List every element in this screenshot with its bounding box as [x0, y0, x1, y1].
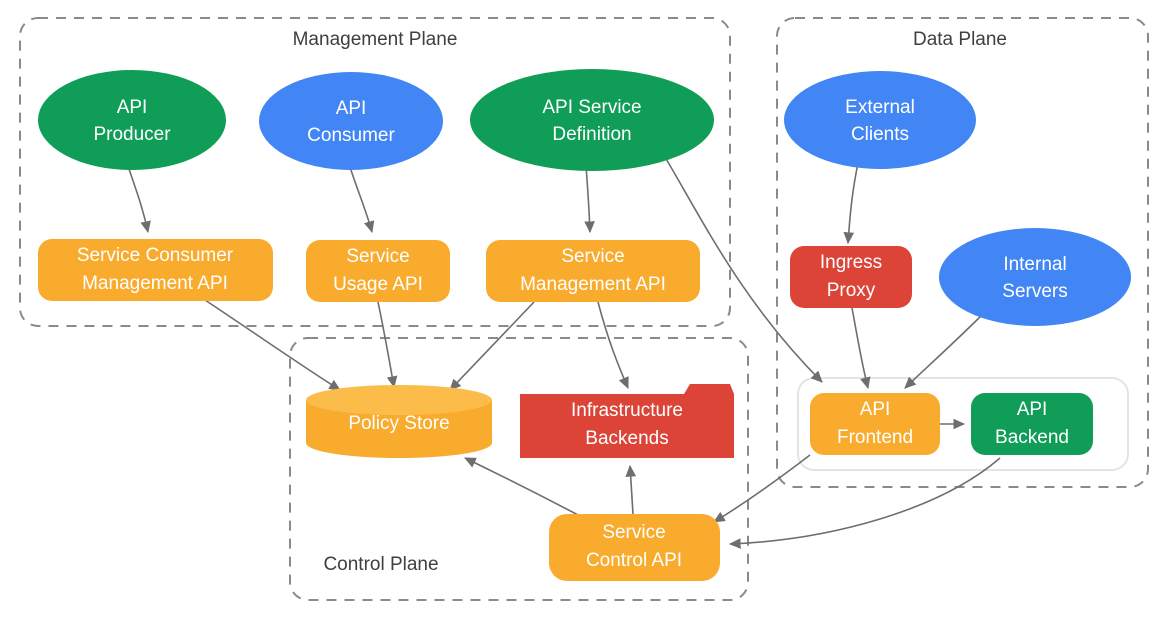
external-clients-label-line1: External — [845, 97, 915, 118]
api-frontend-label-line2: Frontend — [837, 427, 913, 448]
edge-external-clients-to-ingress-proxy — [843, 162, 859, 245]
node-api-frontend[interactable]: API Frontend — [810, 393, 940, 455]
infrastructure-backends-shape[interactable] — [520, 384, 734, 458]
edge-api-service-definition-to-service-management-api — [584, 165, 595, 234]
policy-store-top[interactable] — [306, 385, 492, 415]
service-usage-api-label-line2: Usage API — [333, 274, 423, 295]
external-clients-label-line2: Clients — [851, 124, 909, 145]
api-backend-label-line1: API — [1017, 399, 1048, 420]
service-consumer-management-api-label-line1: Service Consumer — [77, 245, 234, 266]
data-plane-border — [776, 17, 1149, 488]
api-consumer-shape[interactable] — [259, 72, 443, 170]
edge-api-service-definition-to-api-frontend — [661, 151, 823, 383]
edge-api-backend-to-service-control-api — [728, 457, 1001, 549]
service-management-api-shape[interactable] — [486, 240, 700, 302]
api-service-definition-label-line1: API Service — [542, 97, 641, 118]
plane-data: Data Plane — [776, 17, 1149, 488]
node-api-consumer[interactable]: API Consumer — [259, 72, 443, 170]
api-service-definition-shape[interactable] — [470, 69, 714, 171]
node-infrastructure-backends[interactable]: Infrastructure Backends — [520, 384, 734, 458]
api-service-definition-label-line2: Definition — [552, 124, 631, 145]
api-producer-shape[interactable] — [38, 70, 226, 170]
node-api-backend[interactable]: API Backend — [971, 393, 1093, 455]
service-management-api-label-line1: Service — [561, 246, 624, 267]
node-ingress-proxy[interactable]: Ingress Proxy — [790, 246, 912, 308]
ingress-proxy-label-line1: Ingress — [820, 252, 882, 273]
internal-servers-shape[interactable] — [939, 228, 1131, 326]
control-plane-border — [289, 337, 749, 601]
node-policy-store[interactable]: Policy Store — [306, 385, 492, 458]
policy-store-label-line1: Policy Store — [348, 413, 449, 434]
api-consumer-label-line1: API — [336, 98, 367, 119]
infrastructure-backends-label-line1: Infrastructure — [571, 400, 683, 421]
edge-api-producer-to-service-consumer-mgmt-api — [127, 165, 151, 234]
node-internal-servers[interactable]: Internal Servers — [939, 228, 1131, 326]
edge-internal-servers-to-api-frontend — [904, 311, 986, 389]
node-service-control-api[interactable]: Service Control API — [549, 514, 720, 581]
edge-ingress-proxy-to-api-frontend — [851, 307, 871, 390]
edge-service-management-api-to-policy-store — [449, 301, 535, 391]
api-backend-label-line2: Backend — [995, 427, 1069, 448]
service-consumer-management-api-shape[interactable] — [38, 239, 273, 301]
service-usage-api-label-line1: Service — [346, 246, 409, 267]
node-api-service-definition[interactable]: API Service Definition — [470, 69, 714, 171]
control-plane-label: Control Plane — [323, 554, 438, 575]
api-consumer-label-line2: Consumer — [307, 125, 395, 146]
plane-control: Control Plane — [289, 337, 749, 601]
api-producer-label-line1: API — [117, 97, 148, 118]
service-management-api-label-line2: Management API — [520, 274, 666, 295]
service-control-api-label-line1: Service — [602, 522, 665, 543]
edge-layer — [127, 151, 1001, 549]
ingress-proxy-label-line2: Proxy — [827, 280, 876, 301]
edge-service-usage-api-to-policy-store — [377, 301, 398, 389]
api-frontend-shape[interactable] — [810, 393, 940, 455]
management-plane-label: Management Plane — [293, 29, 458, 50]
edge-api-frontend-to-service-control-api — [713, 454, 811, 523]
node-service-management-api[interactable]: Service Management API — [486, 240, 700, 302]
plane-management: Management Plane — [19, 17, 731, 327]
service-usage-api-shape[interactable] — [306, 240, 450, 302]
external-clients-shape[interactable] — [784, 71, 976, 169]
node-service-consumer-management-api[interactable]: Service Consumer Management API — [38, 239, 273, 301]
edge-service-control-api-to-infrastructure-backends — [625, 464, 637, 515]
node-external-clients[interactable]: External Clients — [784, 71, 976, 169]
data-plane-label: Data Plane — [913, 29, 1007, 50]
node-service-usage-api[interactable]: Service Usage API — [306, 240, 450, 302]
api-backend-shape[interactable] — [971, 393, 1093, 455]
internal-servers-label-line2: Servers — [1002, 281, 1067, 302]
infrastructure-backends-label-line2: Backends — [585, 428, 668, 449]
service-consumer-management-api-label-line2: Management API — [82, 273, 228, 294]
node-api-producer[interactable]: API Producer — [38, 70, 226, 170]
edge-service-management-api-to-infrastructure-backends — [597, 301, 629, 389]
edge-service-control-api-to-policy-store — [464, 457, 581, 517]
edge-service-consumer-mgmt-api-to-policy-store — [204, 299, 341, 391]
policy-store-body[interactable] — [306, 400, 492, 458]
api-producer-label-line2: Producer — [93, 124, 171, 145]
ingress-proxy-shape[interactable] — [790, 246, 912, 308]
management-plane-border — [19, 17, 731, 327]
service-control-api-label-line2: Control API — [586, 550, 682, 571]
internal-servers-label-line1: Internal — [1003, 254, 1066, 275]
service-control-api-shape[interactable] — [549, 514, 720, 581]
api-frontend-label-line1: API — [860, 399, 891, 420]
edge-api-consumer-to-service-usage-api — [349, 166, 375, 234]
